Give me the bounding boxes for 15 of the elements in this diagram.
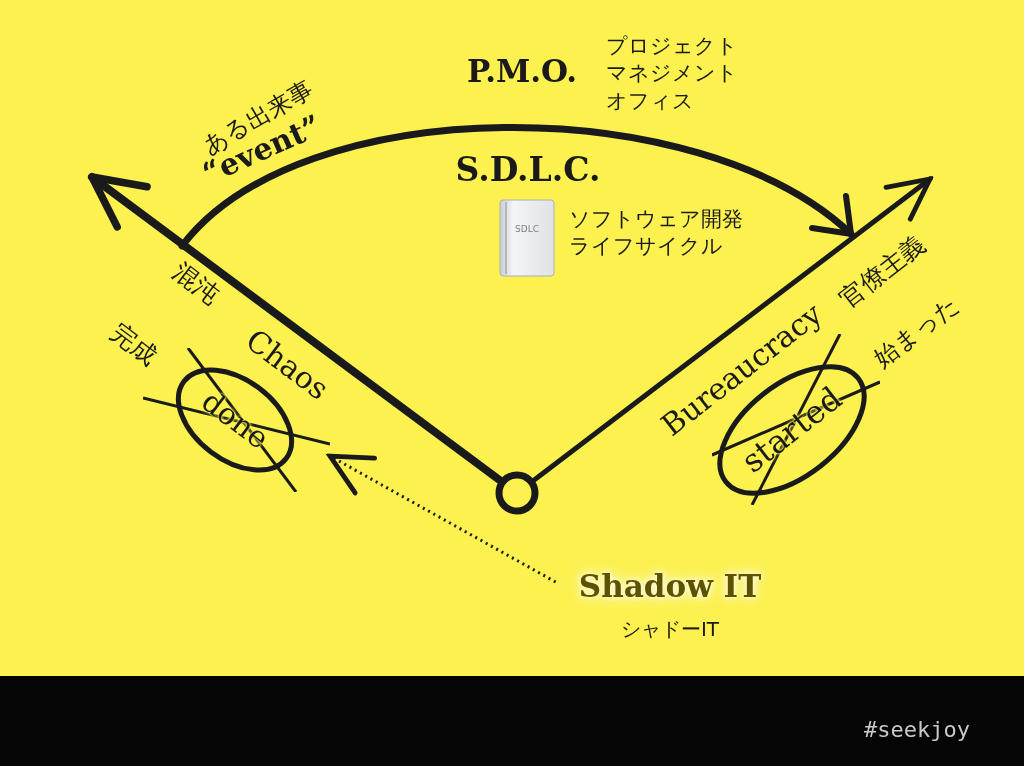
circle-node [495, 471, 539, 515]
hashtag-text: #seekjoy [864, 717, 970, 743]
annotation-text: ソフトウェア開発ライフサイクル [568, 205, 744, 260]
heading-text: Shadow IT [577, 567, 763, 606]
arrow [88, 173, 504, 484]
arrow [532, 176, 933, 483]
heading-text: S.D.L.C. [455, 151, 601, 189]
heading-text: P.M.O. [466, 54, 578, 90]
annotation-text: プロジェクトマネジメントオフィス [606, 33, 740, 115]
axis-label: 混沌 [167, 257, 225, 311]
subtitle-text: シャドーIT [619, 616, 721, 642]
dotted-arrow [327, 453, 557, 584]
book-title-text: SDLC [515, 223, 539, 235]
axis-label: 官僚主義 [834, 229, 932, 315]
annotation-text: 完成 [105, 318, 163, 372]
